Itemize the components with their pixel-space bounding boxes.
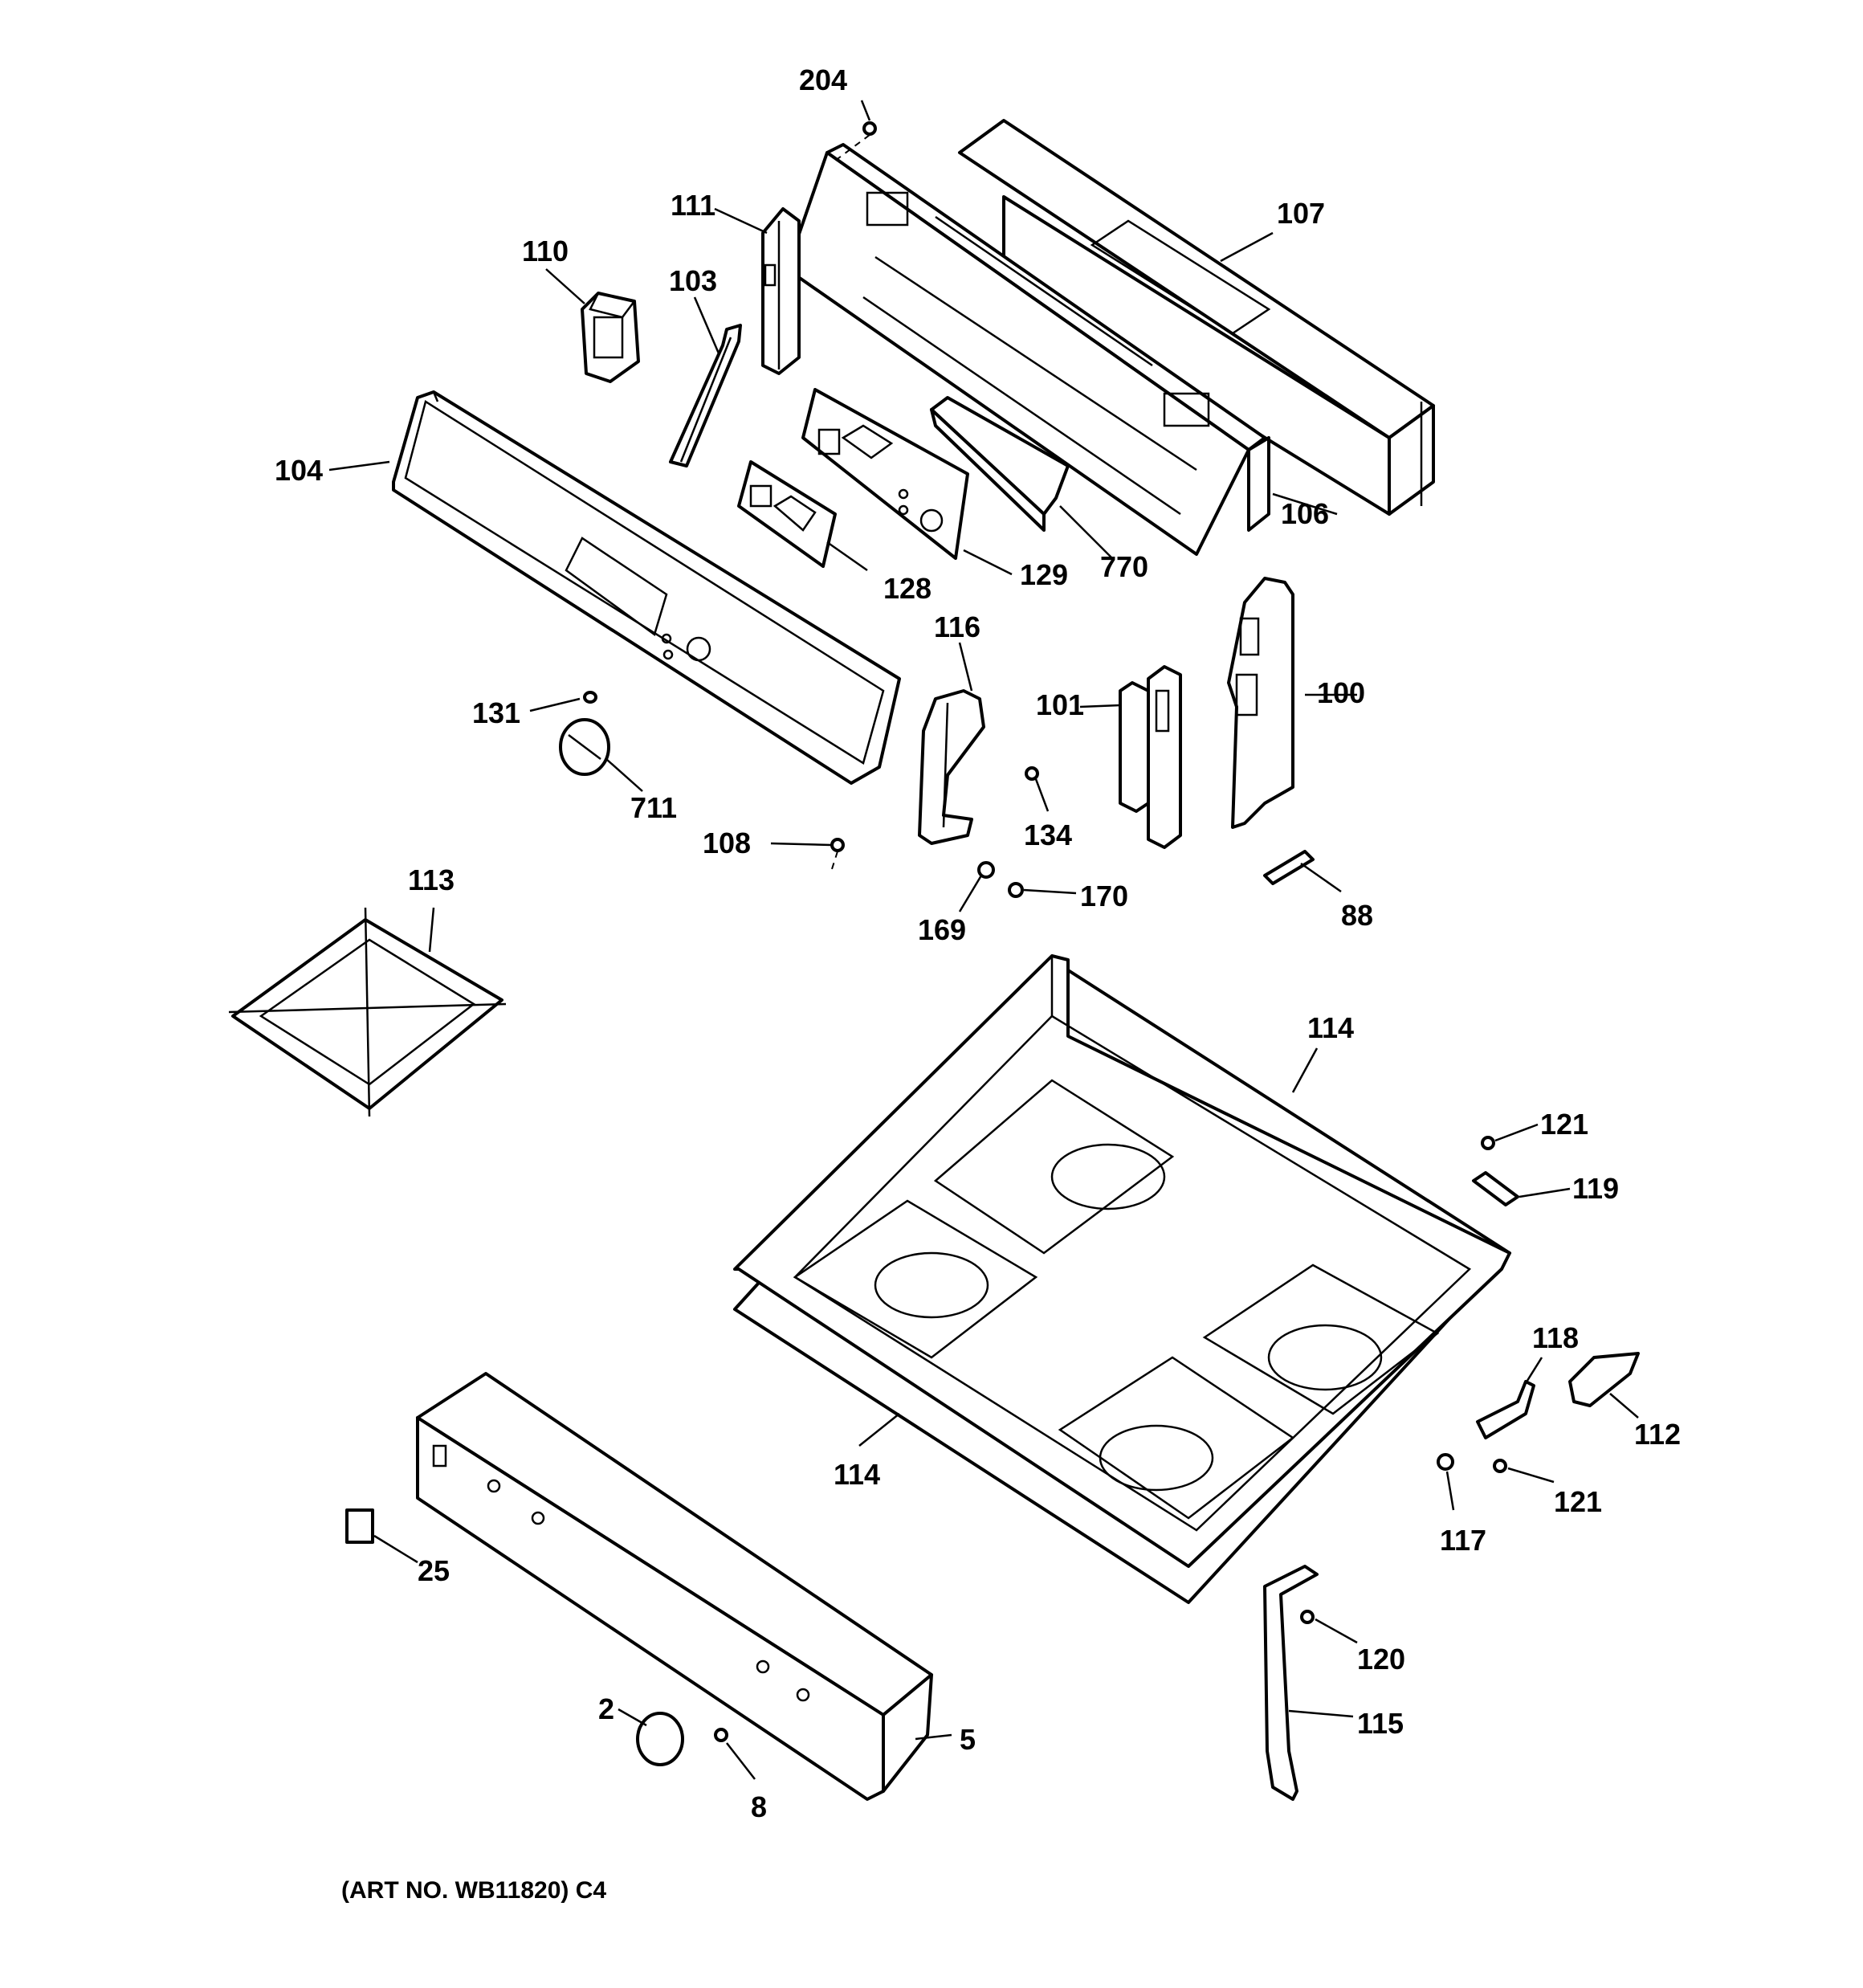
callout-770: 770 <box>1100 550 1148 583</box>
part-170-screw <box>1008 882 1024 898</box>
callout-103: 103 <box>669 264 717 297</box>
callout-108: 108 <box>703 827 751 859</box>
callout-129: 129 <box>1020 558 1068 591</box>
part-113-grate <box>228 907 507 1117</box>
part-100-side-trim <box>1227 577 1294 829</box>
callout-131: 131 <box>472 696 520 729</box>
callout-119: 119 <box>1572 1172 1619 1205</box>
callout-113: 113 <box>408 863 455 896</box>
part-8-screw <box>714 1728 728 1742</box>
part-114-cooktop <box>733 954 1511 1604</box>
callout-117: 117 <box>1440 1524 1486 1557</box>
part-711-knob <box>559 718 610 776</box>
part-129-control-board <box>801 388 969 560</box>
part-121-screw-upper <box>1481 1136 1495 1150</box>
part-104-control-panel <box>392 390 901 785</box>
callout-114-top: 114 <box>1307 1011 1354 1044</box>
part-128-overlay <box>737 460 837 568</box>
part-131-insert <box>583 691 597 704</box>
part-112-switch <box>1568 1352 1640 1407</box>
callout-112: 112 <box>1634 1418 1681 1451</box>
callout-104: 104 <box>275 454 323 487</box>
art-number-caption: (ART NO. WB11820) C4 <box>341 1877 606 1904</box>
callout-100: 100 <box>1317 676 1365 709</box>
part-106-backguard-frame <box>785 143 1270 556</box>
part-119-bracket <box>1472 1171 1519 1206</box>
callout-204: 204 <box>799 63 847 96</box>
callout-118: 118 <box>1532 1321 1579 1354</box>
leader-lines <box>328 100 1639 1780</box>
part-118-bracket <box>1476 1380 1535 1439</box>
part-108-screw <box>830 838 845 872</box>
callout-111: 111 <box>671 189 715 222</box>
callout-116: 116 <box>934 610 980 643</box>
callout-5: 5 <box>960 1723 976 1756</box>
callout-128: 128 <box>883 572 932 605</box>
part-121-screw-lower <box>1493 1459 1507 1473</box>
part-120-screw <box>1300 1610 1315 1624</box>
callout-2: 2 <box>598 1692 614 1725</box>
callout-170: 170 <box>1080 880 1128 912</box>
part-101-bracket <box>1119 665 1182 849</box>
part-110-transformer <box>581 292 640 383</box>
callout-106: 106 <box>1281 497 1329 530</box>
callout-110: 110 <box>522 235 569 267</box>
callout-labels: 204 107 111 110 103 104 106 128 129 770 … <box>275 63 1681 1823</box>
part-115-rod <box>1263 1565 1319 1801</box>
callout-8: 8 <box>751 1790 767 1823</box>
callout-120: 120 <box>1357 1643 1405 1676</box>
part-2-knob <box>636 1712 684 1766</box>
part-169-washer <box>977 861 995 879</box>
callout-88: 88 <box>1341 899 1373 932</box>
callout-115: 115 <box>1357 1707 1404 1740</box>
callout-711: 711 <box>630 791 677 824</box>
part-204-screw <box>834 121 877 161</box>
part-103-strap <box>669 324 742 467</box>
callout-121-lower: 121 <box>1554 1485 1602 1518</box>
callout-134: 134 <box>1024 818 1072 851</box>
callout-121-upper: 121 <box>1540 1108 1588 1141</box>
part-107-top-cover <box>958 119 1435 516</box>
part-770-harness <box>930 396 1070 532</box>
callout-169: 169 <box>918 913 966 946</box>
part-134-screw <box>1025 766 1039 781</box>
part-5-manifold-panel <box>416 1372 933 1801</box>
part-111-bracket <box>761 207 801 375</box>
part-116-side-bracket <box>918 689 985 845</box>
part-117-nut <box>1437 1453 1454 1471</box>
part-25-switch <box>345 1508 374 1544</box>
callout-101: 101 <box>1036 688 1084 721</box>
callout-25: 25 <box>418 1554 450 1587</box>
callout-114-bottom: 114 <box>834 1458 880 1491</box>
callout-107: 107 <box>1277 197 1325 230</box>
part-88-bracket <box>1263 850 1315 885</box>
